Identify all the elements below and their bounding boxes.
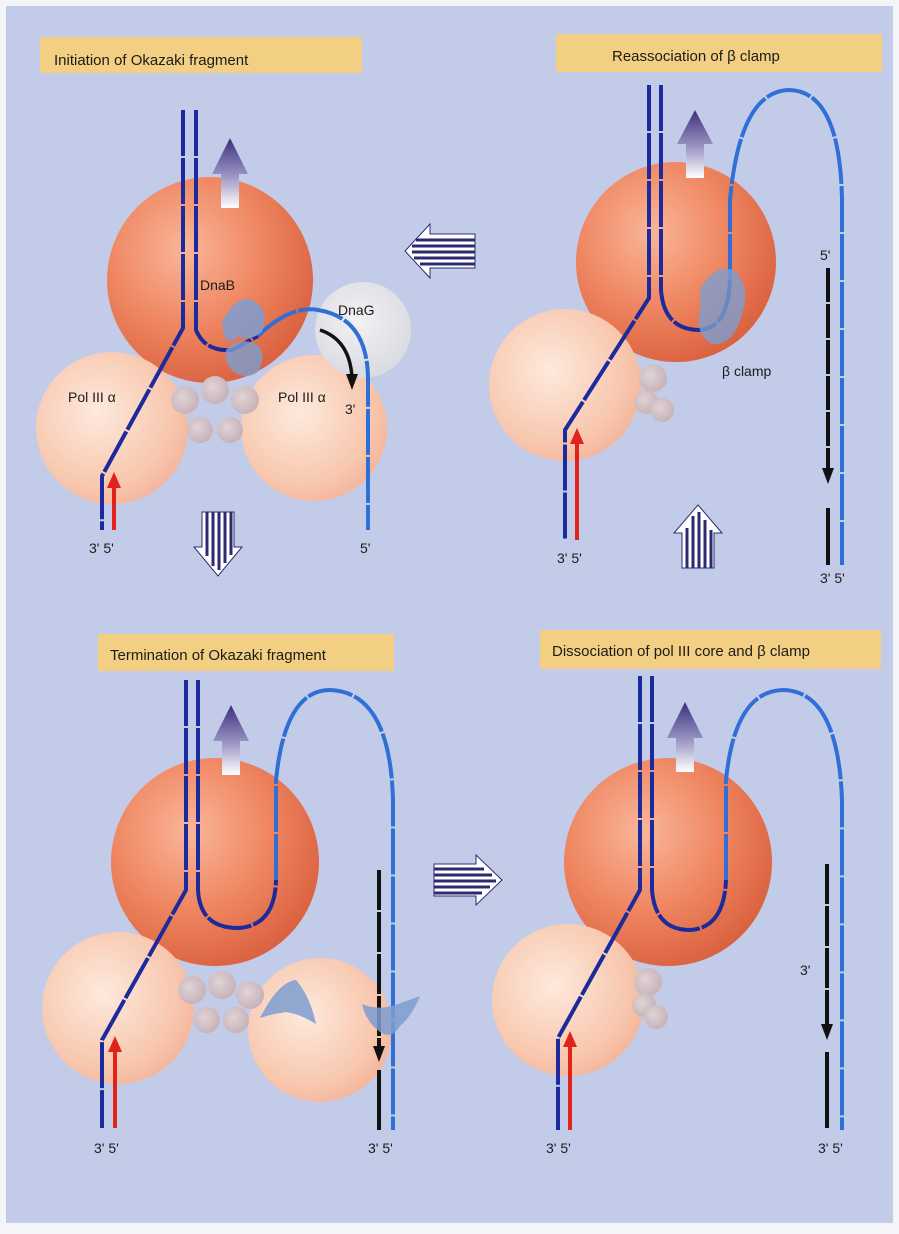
label-left-end: 3' 5': [89, 540, 114, 556]
label-three-prime: 3': [345, 401, 355, 417]
panel-title: Initiation of Okazaki fragment: [54, 52, 249, 69]
panel-title: Termination of Okazaki fragment: [110, 647, 327, 664]
helicase-sphere: [111, 758, 319, 966]
polymerase-right: [248, 958, 392, 1102]
panel-title: Dissociation of pol III core and β clamp: [552, 643, 810, 660]
label-right-end: 3' 5': [368, 1140, 393, 1156]
label-dnab: DnaB: [200, 277, 235, 293]
label-beta-clamp: β clamp: [722, 363, 772, 379]
label-five-prime: 5': [820, 247, 830, 263]
label-left-end: 3' 5': [94, 1140, 119, 1156]
label-left-end: 3' 5': [546, 1140, 571, 1156]
label-right-end: 5': [360, 540, 370, 556]
label-right-end: 3' 5': [818, 1140, 843, 1156]
label-left-end: 3' 5': [557, 550, 582, 566]
dnag-primase: [315, 282, 411, 378]
label-pol-left: Pol III α: [68, 389, 116, 405]
label-dnag: DnaG: [338, 302, 375, 318]
panel-title: Reassociation of β clamp: [612, 48, 780, 65]
label-pol-right: Pol III α: [278, 389, 326, 405]
label-three-prime: 3': [800, 962, 810, 978]
label-right-end: 3' 5': [820, 570, 845, 586]
